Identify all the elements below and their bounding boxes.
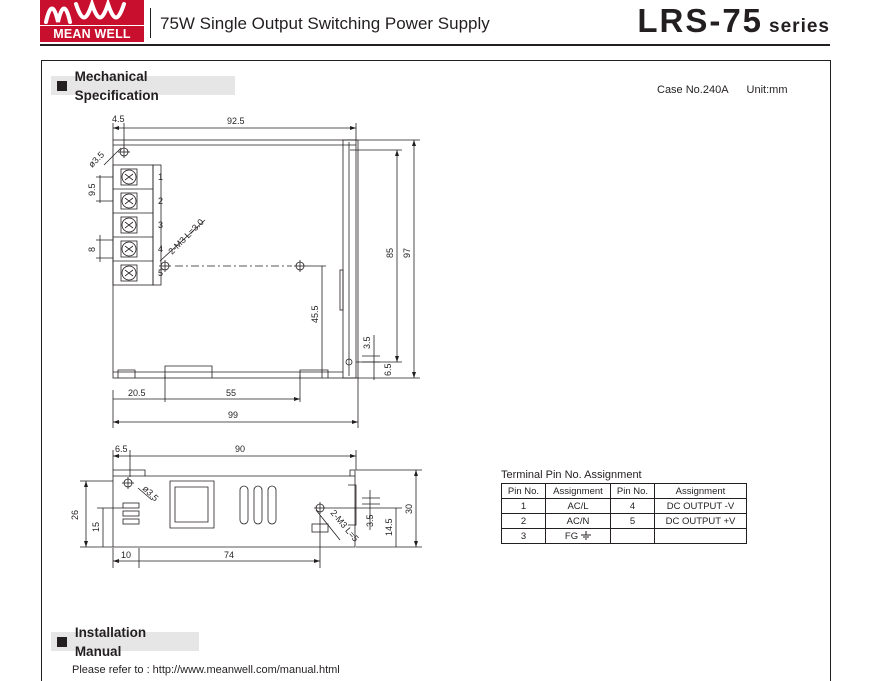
header-rule [40, 44, 830, 46]
series-label: series [769, 16, 830, 37]
terminal-screw-icons [120, 168, 138, 282]
side-dim-hole-spacing: 74 [224, 550, 234, 560]
table-header-row: Pin No. Assignment Pin No. Assignment [501, 483, 747, 499]
ground-icon [581, 531, 592, 540]
pin-label-1: 1 [158, 172, 163, 182]
table-cell: 3 [501, 528, 546, 544]
side-dim-left-offset: 6.5 [115, 444, 128, 454]
table-cell: 1 [501, 498, 546, 514]
side-view-outline [112, 469, 357, 548]
table-cell: 5 [610, 513, 655, 529]
top-view-dimensions [96, 123, 420, 428]
header-divider [150, 8, 151, 38]
dim-hole-spacing: 55 [226, 388, 236, 398]
top-view-outline [112, 139, 359, 379]
col-header-pin: Pin No. [610, 483, 655, 499]
table-cell: AC/L [545, 498, 611, 514]
dim-total-height: 97 [402, 248, 412, 258]
table-cell: DC OUTPUT -V [654, 498, 747, 514]
dim-screw: 2-M3 L=3.0 [166, 217, 205, 256]
logo-text: MEAN WELL [40, 26, 144, 42]
dim-hole-vspan: 45.5 [310, 305, 320, 323]
side-dim-bottom-left: 10 [121, 550, 131, 560]
table-cell: FG [545, 528, 611, 544]
fg-label: FG [564, 530, 579, 542]
side-dim-width: 90 [235, 444, 245, 454]
dimension-arrows [84, 126, 418, 563]
dim-width: 92.5 [227, 116, 245, 126]
case-number: Case No.240A [657, 84, 729, 96]
logo-wave-icon [44, 0, 126, 24]
table-cell: 4 [610, 498, 655, 514]
dim-edge-small: 3.5 [362, 336, 372, 349]
dim-bottom-left: 20.5 [128, 388, 146, 398]
col-header-assignment: Assignment [654, 483, 747, 499]
side-dim-body-height: 30 [404, 504, 414, 514]
side-dim-hole-from-bottom: 14.5 [384, 518, 394, 536]
table-row: 2 AC/N 5 DC OUTPUT +V [501, 513, 747, 529]
dim-edge-bottom: 6.5 [383, 363, 393, 376]
table-cell: 2 [501, 513, 546, 529]
mechanical-spec-title: Mechanical Specification [74, 68, 159, 103]
mean-well-logo: MEAN WELL [40, 0, 144, 42]
side-view-dimensions [80, 450, 422, 568]
terminal-table-title: Terminal Pin No. Assignment [501, 469, 642, 481]
pin-label-4: 4 [158, 244, 163, 254]
dim-pin-width: 8 [87, 247, 97, 252]
table-cell [654, 528, 747, 544]
dim-pin-pitch: 9.5 [87, 183, 97, 196]
terminal-pin-table: Pin No. Assignment Pin No. Assignment 1 … [501, 483, 747, 544]
case-info: Case No.240A Unit:mm [657, 84, 788, 96]
refer-label: Please refer to : [72, 664, 150, 676]
mechanical-spec-heading: Mechanical Specification [51, 69, 235, 103]
table-cell [610, 528, 655, 544]
top-view-holes [118, 146, 353, 366]
pin-label-5: 5 [158, 268, 163, 278]
side-dim-total-height: 26 [70, 510, 80, 520]
side-dim-hole-dia: ø3.5 [141, 483, 161, 503]
pin-label-2: 2 [158, 196, 163, 206]
table-row: 3 FG [501, 528, 747, 544]
installation-manual-heading: Installation Manual [51, 625, 199, 659]
page-subtitle: 75W Single Output Switching Power Supply [160, 14, 490, 33]
installation-manual-title: Installation Manual [74, 624, 147, 659]
model-name: LRS-75 [637, 2, 764, 39]
manual-reference: Please refer to :http://www.meanwell.com… [72, 664, 340, 676]
dim-total-width: 99 [228, 410, 238, 420]
bullet-square-icon [57, 636, 67, 647]
table-cell: AC/N [545, 513, 611, 529]
dim-hole-dia: ø3.5 [86, 150, 106, 170]
spec-frame [41, 60, 831, 681]
logo-mark [40, 0, 144, 26]
col-header-assignment: Assignment [545, 483, 611, 499]
manual-link[interactable]: http://www.meanwell.com/manual.html [152, 664, 340, 676]
table-cell: DC OUTPUT +V [654, 513, 747, 529]
pin-label-3: 3 [158, 220, 163, 230]
side-dim-edge: 3.5 [365, 514, 375, 527]
dim-left-offset: 4.5 [112, 114, 125, 124]
bullet-square-icon [57, 80, 67, 91]
dim-inner-height: 85 [385, 248, 395, 258]
unit-label: Unit:mm [746, 84, 788, 96]
side-dim-hole-height: 15 [91, 522, 101, 532]
table-row: 1 AC/L 4 DC OUTPUT -V [501, 498, 747, 514]
col-header-pin: Pin No. [501, 483, 546, 499]
